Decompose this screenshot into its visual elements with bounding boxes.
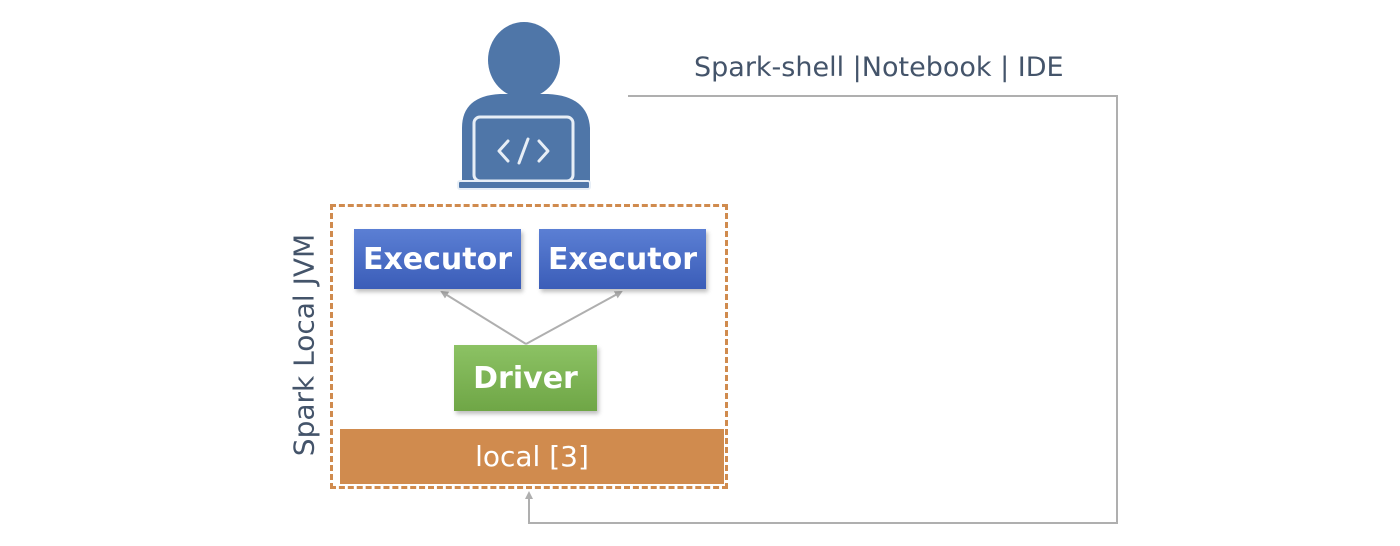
jvm-label: Spark Local JVM	[287, 233, 321, 457]
tools-to-local-connector	[525, 95, 1118, 524]
spark-local-jvm-box	[330, 204, 728, 489]
tools-label: Spark-shell |Notebook | IDE	[694, 52, 1064, 83]
local-bar: local [3]	[340, 429, 724, 484]
code-brackets-icon	[497, 137, 550, 165]
executor-box-2: Executor	[539, 229, 706, 289]
executor-box-1: Executor	[354, 229, 521, 289]
driver-to-executor-1-arrow	[440, 290, 527, 345]
driver-to-executor-2-arrow	[525, 291, 623, 345]
driver-box: Driver	[454, 345, 597, 411]
